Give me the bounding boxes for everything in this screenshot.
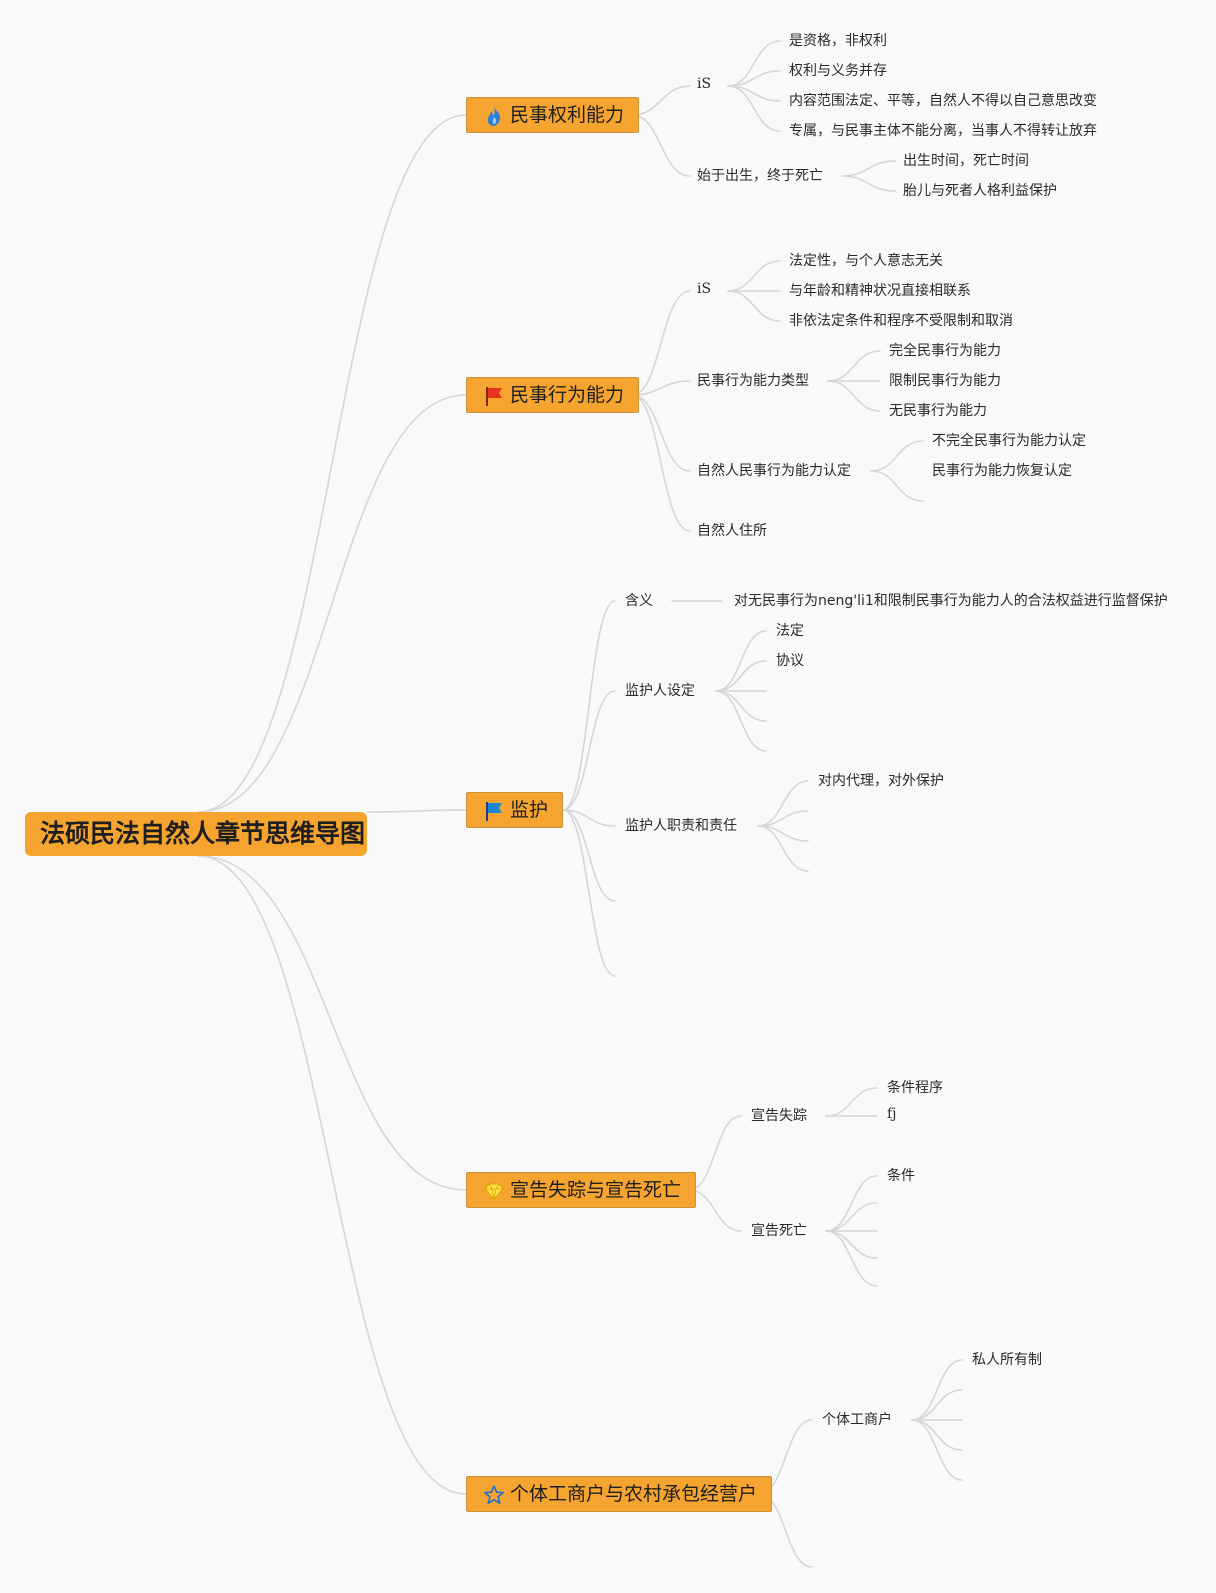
connector xyxy=(870,470,924,502)
connector xyxy=(757,780,809,827)
connector xyxy=(727,85,781,132)
subtopic-guardian-setup[interactable]: 监护人设定 xyxy=(625,683,695,699)
leaf-topic[interactable]: 对无民事行为neng'li1和限制民事行为能力人的合法权益进行监督保护 xyxy=(734,593,1168,609)
star-icon xyxy=(483,1483,505,1505)
subtopic-meaning[interactable]: 含义 xyxy=(625,593,653,609)
subtopic-individual-business[interactable]: 个体工商户 xyxy=(822,1412,892,1428)
branch-civil-conduct-capacity[interactable]: 民事行为能力 xyxy=(466,377,640,413)
connector xyxy=(911,1419,963,1451)
branch-label: 监护 xyxy=(510,799,549,821)
leaf-topic[interactable]: fj xyxy=(887,1106,897,1122)
subtopic-features[interactable]: iS xyxy=(697,76,712,92)
diamond-icon xyxy=(483,1179,505,1201)
connector xyxy=(562,809,616,977)
subtopic-capacity-determination[interactable]: 自然人民事行为能力认定 xyxy=(697,463,851,479)
red-flag-icon xyxy=(483,384,505,406)
connector xyxy=(825,1230,878,1287)
connector xyxy=(715,690,767,752)
connector xyxy=(631,394,691,472)
root-topic[interactable]: 法硕民法自然人章节思维导图 xyxy=(25,812,367,856)
connector xyxy=(562,809,616,827)
branch-individual-business[interactable]: 个体工商户与农村承包经营户 xyxy=(466,1476,773,1512)
connector xyxy=(825,1202,878,1232)
leaf-topic[interactable]: 法定 xyxy=(776,623,804,639)
connector xyxy=(870,440,924,472)
leaf-topic[interactable]: 私人所有制 xyxy=(972,1352,1042,1368)
connector xyxy=(911,1419,963,1481)
leaf-topic[interactable]: 无民事行为能力 xyxy=(889,403,987,419)
fire-icon xyxy=(483,104,505,126)
connector xyxy=(562,600,616,811)
connector xyxy=(631,85,691,116)
connector xyxy=(562,690,616,811)
connector-root-branch xyxy=(197,855,467,1495)
branch-label: 民事行为能力 xyxy=(510,384,625,406)
connector xyxy=(562,809,616,902)
blue-flag-icon xyxy=(483,799,505,821)
leaf-topic[interactable]: 出生时间，死亡时间 xyxy=(903,153,1029,169)
connector-root-branch xyxy=(197,114,467,813)
connector xyxy=(631,394,691,532)
connector xyxy=(688,1115,742,1191)
subtopic-guardian-duties[interactable]: 监护人职责和责任 xyxy=(625,818,737,834)
connector xyxy=(827,380,881,412)
leaf-topic[interactable]: 不完全民事行为能力认定 xyxy=(932,433,1086,449)
subtopic-declare-death[interactable]: 宣告死亡 xyxy=(751,1223,807,1239)
connector xyxy=(827,350,881,382)
connector xyxy=(715,660,767,692)
leaf-topic[interactable]: 条件 xyxy=(887,1168,915,1184)
connector xyxy=(715,630,767,692)
leaf-topic[interactable]: 胎儿与死者人格利益保护 xyxy=(903,183,1057,199)
connector xyxy=(727,290,781,322)
connector xyxy=(841,175,896,192)
connector-root-branch xyxy=(366,809,467,813)
connector-root-branch xyxy=(197,394,467,813)
connector xyxy=(825,1230,878,1259)
connector xyxy=(911,1359,963,1421)
branch-label: 个体工商户与农村承包经营户 xyxy=(510,1483,758,1505)
leaf-topic[interactable]: 完全民事行为能力 xyxy=(889,343,1001,359)
leaf-topic[interactable]: 非依法定条件和程序不受限制和取消 xyxy=(789,313,1013,329)
leaf-topic[interactable]: 对内代理，对外保护 xyxy=(818,773,944,789)
connector-root-branch xyxy=(197,855,467,1191)
leaf-topic[interactable]: 民事行为能力恢复认定 xyxy=(932,463,1072,479)
connector xyxy=(841,160,896,177)
branch-civil-rights-capacity[interactable]: 民事权利能力 xyxy=(466,97,640,133)
subtopic-start-end[interactable]: 始于出生，终于死亡 xyxy=(697,168,823,184)
connector xyxy=(727,40,781,87)
subtopic-declare-missing[interactable]: 宣告失踪 xyxy=(751,1108,807,1124)
leaf-topic[interactable]: 权利与义务并存 xyxy=(789,63,887,79)
connector xyxy=(631,380,691,396)
connector xyxy=(825,1175,878,1232)
leaf-topic[interactable]: 条件程序 xyxy=(887,1080,943,1096)
connector xyxy=(631,290,691,396)
leaf-topic[interactable]: 与年龄和精神状况直接相联系 xyxy=(789,283,971,299)
branch-missing-and-death-declaration[interactable]: 宣告失踪与宣告死亡 xyxy=(466,1172,697,1208)
connector xyxy=(911,1389,963,1421)
connector xyxy=(757,825,809,872)
subtopic-features[interactable]: iS xyxy=(697,281,712,297)
branch-label: 民事权利能力 xyxy=(510,104,625,126)
leaf-topic[interactable]: 专属，与民事主体不能分离，当事人不得转让放弃 xyxy=(789,123,1097,139)
leaf-topic[interactable]: 法定性，与个人意志无关 xyxy=(789,253,943,269)
leaf-topic[interactable]: 内容范围法定、平等，自然人不得以自己意思改变 xyxy=(789,93,1097,109)
subtopic-residence[interactable]: 自然人住所 xyxy=(697,523,767,539)
subtopic-capacity-types[interactable]: 民事行为能力类型 xyxy=(697,373,809,389)
connector xyxy=(825,1087,878,1117)
branch-guardianship[interactable]: 监护 xyxy=(466,792,564,828)
connector xyxy=(688,1189,742,1232)
leaf-topic[interactable]: 协议 xyxy=(776,653,804,669)
connector xyxy=(631,114,691,177)
leaf-topic[interactable]: 限制民事行为能力 xyxy=(889,373,1001,389)
branch-label: 宣告失踪与宣告死亡 xyxy=(510,1179,682,1201)
connector xyxy=(727,260,781,292)
leaf-topic[interactable]: 是资格，非权利 xyxy=(789,33,887,49)
connector xyxy=(715,690,767,722)
